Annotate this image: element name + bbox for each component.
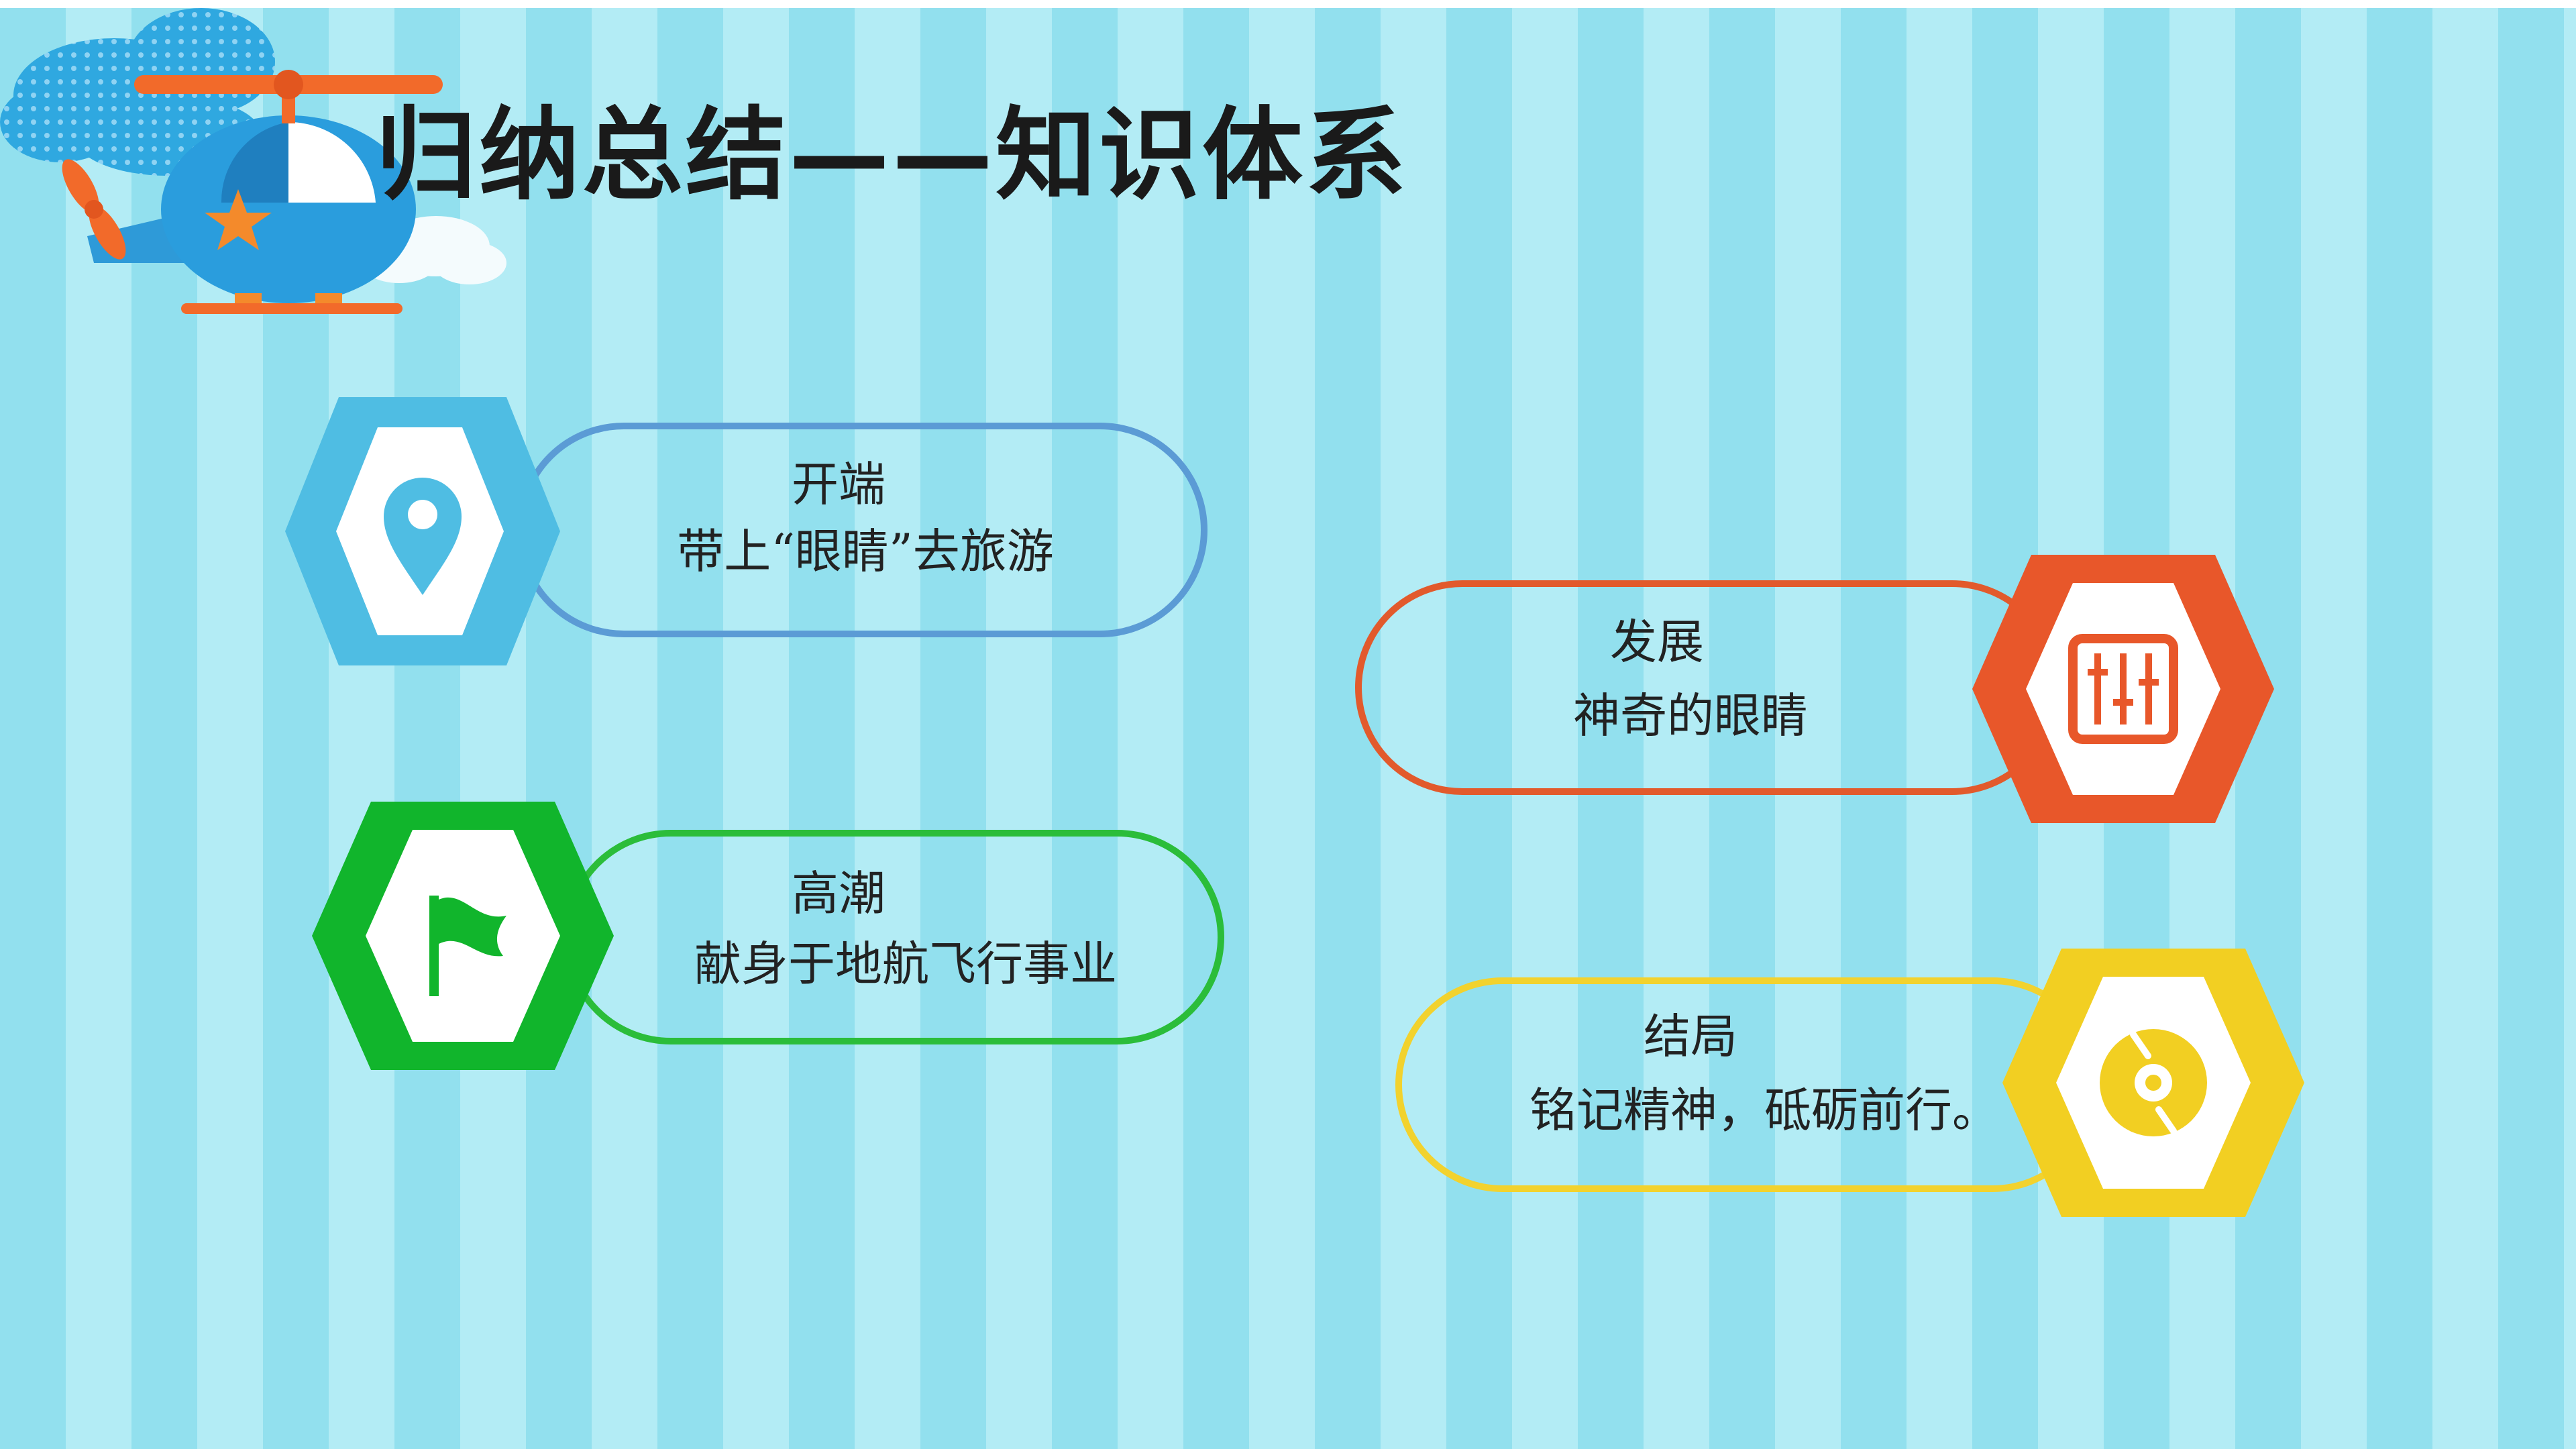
- development-detail: 神奇的眼睛: [1573, 688, 1808, 743]
- slide-canvas: 归纳总结——知识体系 开端 带上“眼睛”去旅游 高潮 献身于地航飞行事业: [0, 8, 2576, 1449]
- disc-icon: [2100, 1029, 2207, 1136]
- ending-hex: [2002, 949, 2304, 1217]
- ending-detail: 铭记精神，砥砺前行。: [1529, 1083, 1999, 1138]
- helicopter-icon: [0, 8, 506, 314]
- location-pin-icon: [384, 478, 462, 595]
- climax-heading: 高潮: [792, 866, 885, 921]
- beginning-detail: 带上“眼睛”去旅游: [677, 524, 1054, 579]
- ending-heading: 结局: [1644, 1009, 1737, 1064]
- beginning-heading: 开端: [792, 457, 885, 512]
- climax-hex: [312, 802, 614, 1070]
- page-title: 归纳总结——知识体系: [376, 97, 1409, 214]
- climax-detail: 献身于地航飞行事业: [694, 936, 1117, 991]
- flag-icon: [429, 896, 506, 996]
- development-heading: 发展: [1610, 614, 1704, 669]
- beginning-hex: [285, 397, 560, 665]
- development-hex: [1972, 555, 2274, 823]
- sliders-icon: [2068, 634, 2178, 744]
